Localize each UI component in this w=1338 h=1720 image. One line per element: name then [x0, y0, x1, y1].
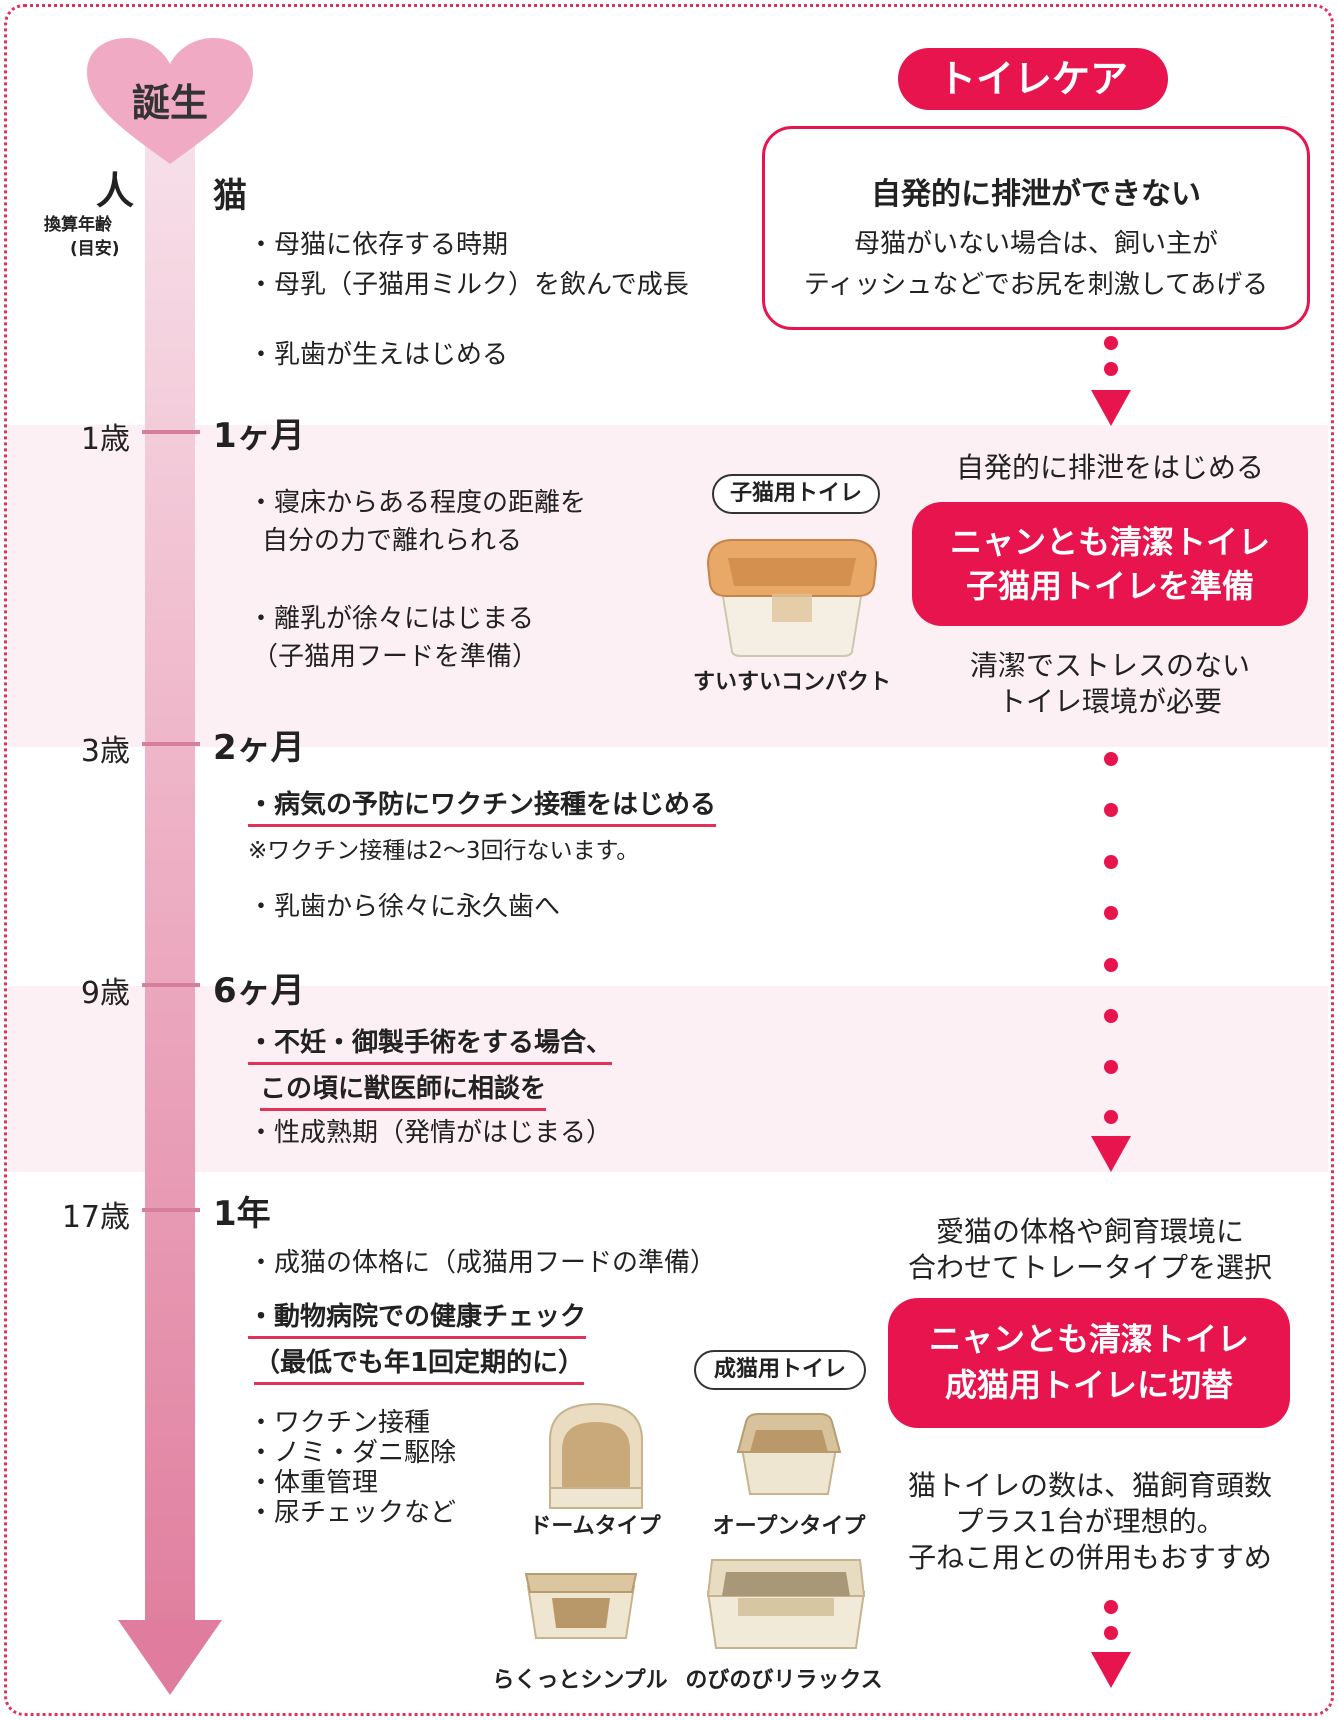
- human-age: 3歳: [80, 734, 130, 769]
- stage-bullet: ・性成熟期（発情がはじまる）: [248, 1118, 613, 1148]
- kitten-note: 清潔でストレスのない: [969, 649, 1250, 682]
- flow-arrow: [1091, 390, 1131, 426]
- flow-dot: [1104, 336, 1118, 350]
- stage-note: ※ワクチン接種は2～3回行ないます。: [248, 838, 640, 864]
- open-type-label: オープンタイプ: [712, 1514, 866, 1539]
- heart-icon: [87, 38, 253, 164]
- adult-toilet-pill: ニャンとも清潔トイレ 成猫用トイレに切替: [888, 1298, 1290, 1428]
- toilet-care-header: トイレケア: [898, 48, 1168, 110]
- stage-bullet: ・ワクチン接種: [248, 1408, 431, 1438]
- toilet-box-line1: 母猫がいない場合は、飼い主が: [853, 229, 1218, 259]
- stage-bullet: ・母猫に依存する時期: [248, 230, 509, 260]
- stage-bullet: ・体重管理: [248, 1468, 379, 1498]
- human-age: 1歳: [80, 422, 130, 457]
- adult-intro: 愛猫の体格や飼育環境に: [935, 1215, 1244, 1248]
- flow-dot: [1104, 752, 1118, 766]
- timeline-arrow: [145, 120, 195, 1640]
- open-toilet-image: [736, 1413, 842, 1495]
- flow-dot: [1104, 1626, 1118, 1640]
- human-age-note: (目安): [70, 239, 120, 259]
- stage-bullet: ・尿チェックなど: [248, 1498, 457, 1528]
- stage-bullet: （最低でも年1回定期的に）: [254, 1344, 585, 1385]
- tick-3: [142, 983, 200, 987]
- flow-arrow: [1091, 1652, 1131, 1688]
- birth-label: 誕生: [131, 81, 208, 125]
- simple-toilet-image: [524, 1573, 638, 1639]
- relax-toilet-image: [706, 1559, 866, 1649]
- flow-dot: [1104, 906, 1118, 920]
- timeline-arrow-head: [118, 1620, 222, 1695]
- kitten-pill-line1: ニャンとも清潔トイレ: [949, 523, 1270, 561]
- human-age: 17歳: [61, 1200, 130, 1235]
- flow-dot: [1104, 1009, 1118, 1023]
- flow-dot: [1104, 958, 1118, 972]
- highlight-text: ・病気の予防にワクチン接種をはじめる: [248, 790, 717, 827]
- kitten-toilet-label: 子猫用トイレ: [712, 474, 880, 514]
- flow-dot: [1104, 362, 1118, 376]
- flow-dot: [1104, 1110, 1118, 1124]
- kitten-toilet-pill: ニャンとも清潔トイレ 子猫用トイレを準備: [912, 502, 1308, 626]
- adult-note: プラス1台が理想的。: [955, 1505, 1225, 1538]
- stage-bullet: ・離乳が徐々にはじまる: [248, 604, 535, 634]
- dome-type-label: ドームタイプ: [529, 1514, 661, 1539]
- adult-toilet-label: 成猫用トイレ: [694, 1350, 866, 1390]
- cat-age: 1ヶ月: [213, 416, 305, 456]
- stage-bullet: ・不妊・御製手術をする場合、: [248, 1024, 613, 1065]
- human-age: 9歳: [80, 976, 130, 1011]
- start-text: 自発的に排泄をはじめる: [955, 451, 1264, 484]
- page-border: [4, 4, 1334, 1716]
- highlight-text: （最低でも年1回定期的に）: [254, 1348, 585, 1385]
- kitten-toilet-name: すいすいコンパクト: [692, 670, 891, 695]
- cat-age: 6ヶ月: [213, 971, 305, 1011]
- flow-dot: [1104, 855, 1118, 869]
- stage-bullet: ・病気の予防にワクチン接種をはじめる: [248, 786, 717, 827]
- cat-age-header: 猫: [213, 176, 247, 216]
- adult-pill-line1: ニャンとも清潔トイレ: [928, 1320, 1249, 1358]
- kitten-note: トイレ環境が必要: [997, 685, 1222, 718]
- dome-toilet-image: [549, 1402, 643, 1509]
- flow-dot: [1104, 1600, 1118, 1614]
- human-age-subheader: 換算年齢: [44, 215, 112, 235]
- toilet-box-title: 自発的に排泄ができない: [871, 177, 1201, 212]
- toilet-care-box: 自発的に排泄ができない 母猫がいない場合は、飼い主が ティッシュなどでお尻を刺激…: [762, 126, 1310, 330]
- stage-bullet: ・ノミ・ダニ駆除: [248, 1438, 457, 1468]
- stage-bullet: （子猫用フードを準備）: [252, 642, 539, 672]
- cat-age: 1年: [213, 1194, 271, 1234]
- adult-note: 猫トイレの数は、猫飼育頭数: [907, 1469, 1272, 1502]
- stage-bullet: ・寝床からある程度の距離を: [248, 488, 587, 518]
- adult-pill-line2: 成猫用トイレに切替: [944, 1366, 1233, 1404]
- relax-type-label: のびのびリラックス: [685, 1668, 883, 1693]
- flow-dot: [1104, 803, 1118, 817]
- adult-intro: 合わせてトレータイプを選択: [907, 1251, 1272, 1284]
- toilet-box-line2: ティッシュなどでお尻を刺激してあげる: [803, 270, 1269, 300]
- stage-bullet: ・動物病院での健康チェック: [248, 1298, 587, 1339]
- highlight-text: ・動物病院での健康チェック: [248, 1302, 587, 1339]
- stage-bullet: ・乳歯が生えはじめる: [248, 340, 509, 370]
- stage-bullet: この頃に獣医師に相談を: [260, 1070, 547, 1111]
- cat-age: 2ヶ月: [213, 728, 305, 768]
- adult-note: 子ねこ用との併用もおすすめ: [908, 1541, 1272, 1574]
- stage-bullet: ・成猫の体格に（成猫用フードの準備）: [248, 1248, 717, 1278]
- stage-bullet: 自分の力で離れられる: [262, 526, 523, 556]
- highlight-text: この頃に獣医師に相談を: [260, 1074, 547, 1111]
- stage-bullet: ・母乳（子猫用ミルク）を飲んで成長: [248, 270, 689, 300]
- stage-bullet: ・乳歯から徐々に永久歯へ: [248, 892, 561, 922]
- kitten-pill-line2: 子猫用トイレを準備: [965, 567, 1254, 605]
- simple-type-label: らくっとシンプル: [492, 1668, 668, 1693]
- tick-4: [142, 1208, 200, 1212]
- kitten-toilet-image: [706, 539, 878, 657]
- human-age-header: 人: [96, 169, 135, 213]
- highlight-text: ・不妊・御製手術をする場合、: [248, 1028, 613, 1065]
- flow-dot: [1104, 1060, 1118, 1074]
- tick-1: [142, 430, 200, 434]
- flow-arrow: [1091, 1136, 1131, 1172]
- tick-2: [142, 742, 200, 746]
